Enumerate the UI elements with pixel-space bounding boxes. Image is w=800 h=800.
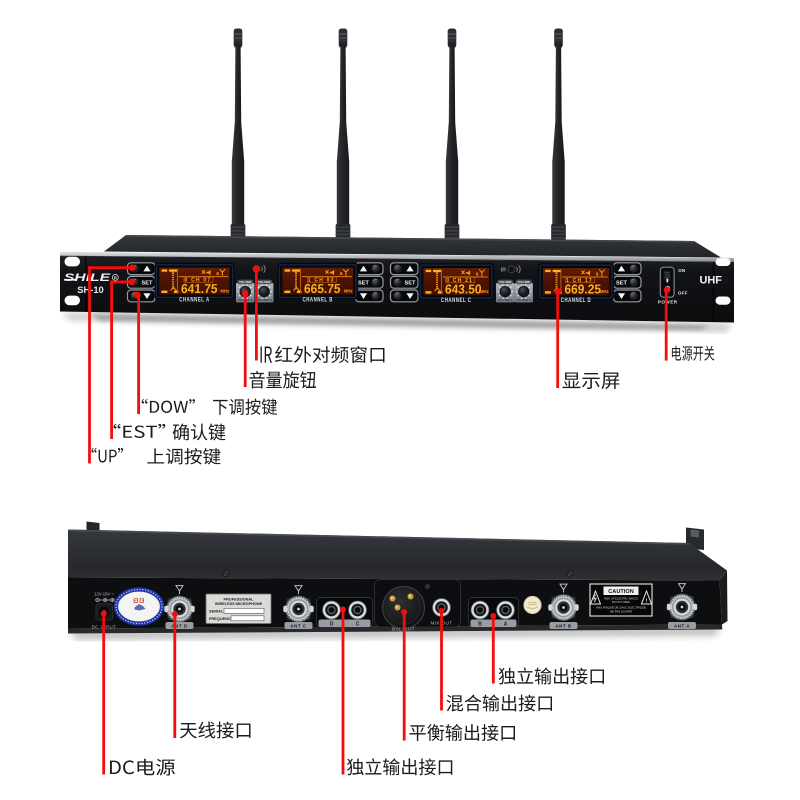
svg-text:12V-16V ~: 12V-16V ~ bbox=[94, 592, 114, 597]
svg-text:ANT B: ANT B bbox=[555, 623, 572, 628]
svg-text:C: C bbox=[356, 621, 360, 627]
svg-text:NE PAS OUVRIR: NE PAS OUVRIR bbox=[610, 610, 632, 614]
svg-text:A: A bbox=[504, 621, 508, 627]
svg-text:ANT C: ANT C bbox=[290, 623, 307, 628]
svg-text:SET: SET bbox=[616, 280, 627, 286]
svg-text:PROFESSIONAL: PROFESSIONAL bbox=[224, 598, 255, 602]
svg-text:VOLUME B: VOLUME B bbox=[257, 298, 272, 302]
svg-text:a: a bbox=[596, 271, 599, 277]
svg-text:VOLUME: VOLUME bbox=[499, 280, 511, 284]
svg-text:AVIS RISQUE DE CHOC ELECTRIQUE: AVIS RISQUE DE CHOC ELECTRIQUE bbox=[596, 606, 646, 610]
svg-text:VOLUME: VOLUME bbox=[239, 280, 251, 284]
svg-text:MHz: MHz bbox=[344, 288, 353, 293]
svg-text:a: a bbox=[216, 271, 219, 277]
svg-text:UHF: UHF bbox=[699, 274, 722, 286]
svg-text:CAUTION: CAUTION bbox=[608, 589, 633, 595]
svg-text:ON: ON bbox=[678, 268, 685, 273]
svg-text:IR: IR bbox=[501, 268, 506, 274]
svg-text:CHANNEL A: CHANNEL A bbox=[179, 296, 210, 303]
svg-text:669.25: 669.25 bbox=[564, 281, 601, 296]
svg-text:MHz: MHz bbox=[220, 288, 229, 293]
svg-text:a: a bbox=[340, 271, 343, 277]
svg-text:641.75: 641.75 bbox=[181, 281, 218, 296]
svg-text:R: R bbox=[114, 275, 118, 280]
svg-text:!: ! bbox=[646, 599, 648, 605]
svg-text:B: B bbox=[478, 621, 482, 627]
svg-text:POWER: POWER bbox=[658, 300, 678, 305]
svg-text:ANT A: ANT A bbox=[674, 623, 691, 628]
svg-text:VOLUME: VOLUME bbox=[518, 280, 530, 284]
svg-text:CHANNEL C: CHANNEL C bbox=[441, 297, 472, 304]
svg-text:1 CH 17: 1 CH 17 bbox=[566, 278, 592, 284]
svg-text:0 CH 21: 0 CH 21 bbox=[446, 278, 472, 284]
svg-text:VOLUME: VOLUME bbox=[258, 280, 270, 284]
svg-text:DO NOT OPEN: DO NOT OPEN bbox=[612, 600, 630, 604]
svg-text:SET: SET bbox=[358, 280, 369, 286]
svg-text:643.50: 643.50 bbox=[445, 281, 482, 296]
svg-text:FREQUENCY:: FREQUENCY: bbox=[209, 616, 234, 621]
svg-text:SET: SET bbox=[142, 280, 153, 286]
svg-text:665.75: 665.75 bbox=[304, 281, 341, 296]
svg-text:OFF: OFF bbox=[678, 290, 688, 295]
svg-text:a: a bbox=[476, 271, 479, 277]
svg-text:0 CH 07: 0 CH 07 bbox=[185, 278, 211, 284]
svg-text:VOLUME C: VOLUME C bbox=[498, 298, 514, 302]
svg-text:MHz: MHz bbox=[480, 289, 489, 294]
svg-text:MHz: MHz bbox=[600, 289, 609, 294]
svg-text:SHILE: SHILE bbox=[64, 272, 111, 284]
svg-text:CHANNEL B: CHANNEL B bbox=[303, 296, 334, 303]
svg-text:CHANNEL D: CHANNEL D bbox=[561, 297, 592, 304]
svg-text:ANT D: ANT D bbox=[171, 623, 188, 628]
svg-text:SET: SET bbox=[405, 280, 416, 286]
svg-text:RISK OF ELECTRIC SHOCK: RISK OF ELECTRIC SHOCK bbox=[604, 597, 638, 601]
svg-text:WIRELESS·MICROPHONE: WIRELESS·MICROPHONE bbox=[215, 602, 263, 606]
svg-text:D: D bbox=[330, 621, 334, 627]
svg-text:1 CH 03: 1 CH 03 bbox=[308, 278, 334, 284]
svg-text:SERIAL:: SERIAL: bbox=[209, 609, 225, 614]
svg-text:VOLUME D: VOLUME D bbox=[516, 298, 531, 302]
